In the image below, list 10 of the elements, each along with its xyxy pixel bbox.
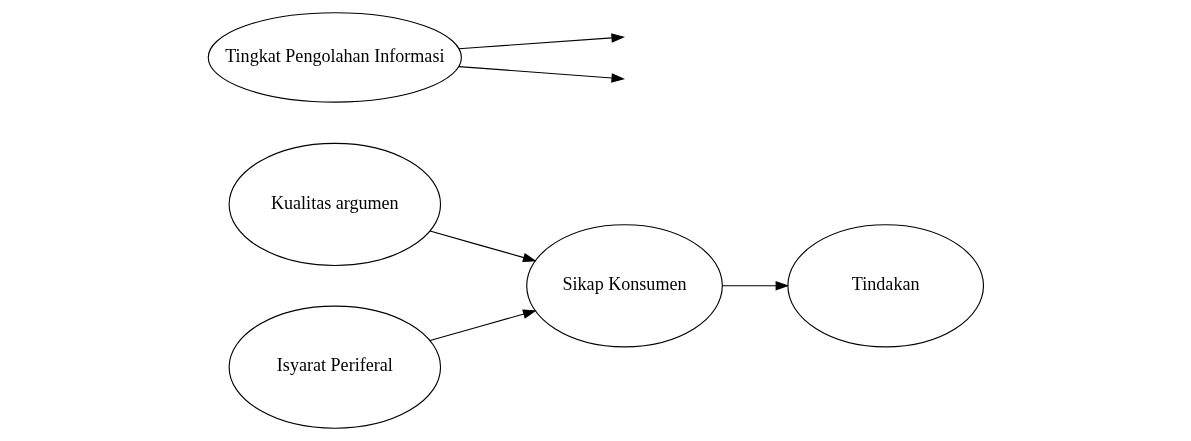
arrow xyxy=(721,281,789,291)
node-ellipse: Tindakan xyxy=(786,224,984,348)
node-ellipse: Sikap Konsumen xyxy=(525,224,723,348)
node-ellipse: Tingkat Pengolahan Informasi xyxy=(207,12,462,103)
arrow xyxy=(429,309,537,342)
node-ellipse: Isyarat Periferal xyxy=(228,305,441,429)
node-ellipse: Kualitas argumen xyxy=(228,142,441,266)
arrow xyxy=(457,66,625,83)
arrow xyxy=(458,33,625,50)
arrow xyxy=(429,230,537,263)
